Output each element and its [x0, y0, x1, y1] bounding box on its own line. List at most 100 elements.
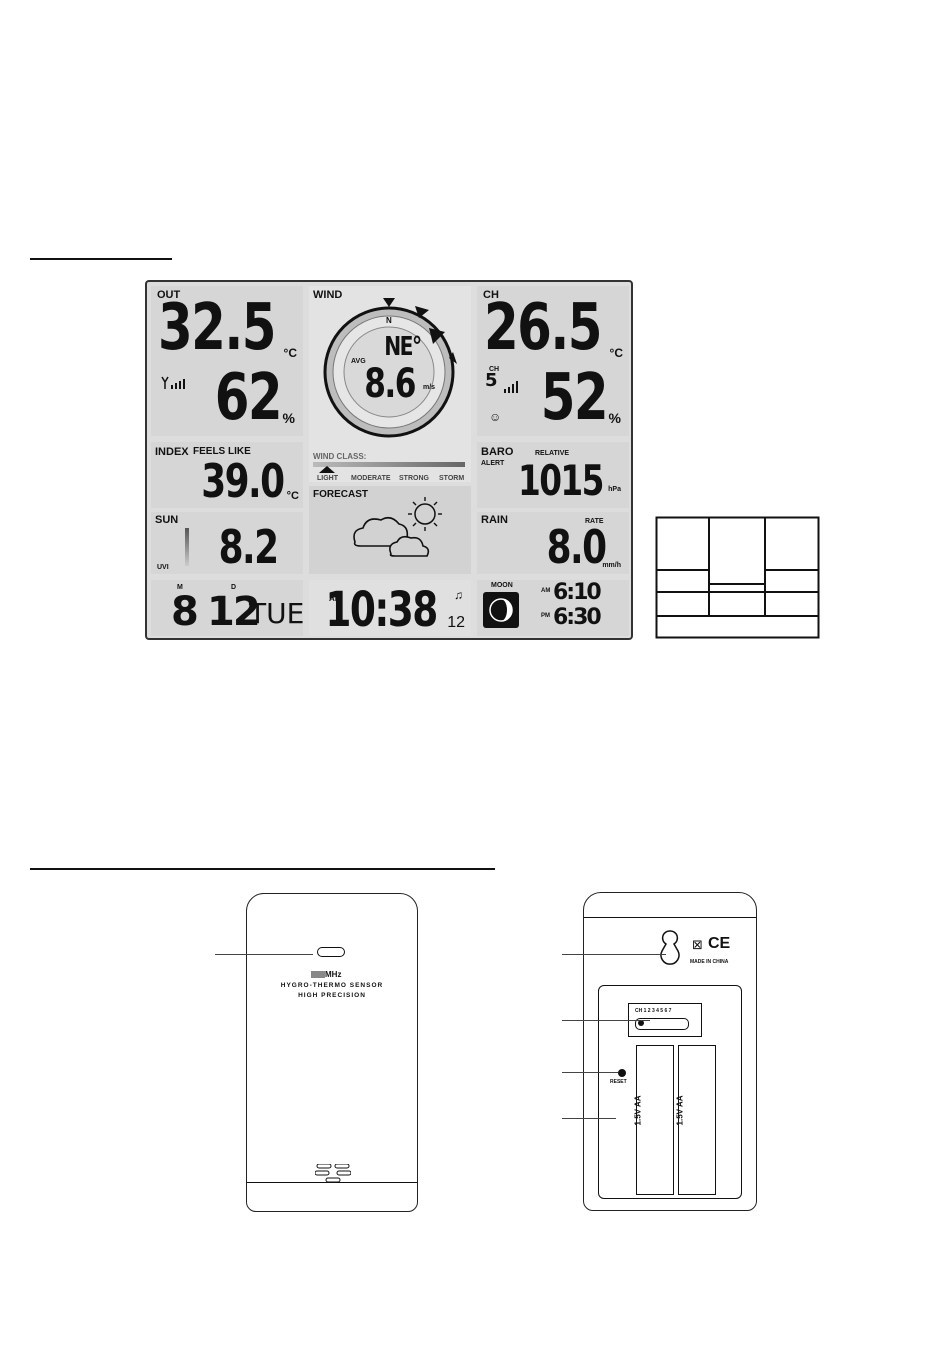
led-indicator	[317, 947, 345, 957]
baro-label: BARO	[481, 446, 514, 458]
sensor-bottom-seam	[247, 1182, 417, 1183]
leader-channel-switch	[562, 1020, 650, 1021]
time-seconds: 12	[447, 614, 465, 631]
rain-rate-label: RATE	[585, 518, 604, 525]
reset-button[interactable]	[618, 1069, 626, 1077]
comfort-face-icon: ☺	[489, 410, 502, 424]
time-value: 10:38	[325, 582, 439, 638]
sunrise-time: 6:10	[553, 580, 602, 605]
ch-channel-number: 5	[485, 370, 497, 391]
leader-led	[215, 954, 313, 955]
sensor-back: ⊠ CE MADE IN CHINA CH 1 2 3 4 5 6 7 RESE…	[583, 892, 757, 1211]
sunset-time: 6:30	[553, 605, 602, 630]
hanging-hole	[656, 929, 684, 965]
rain-gauge-diagram	[655, 516, 820, 639]
speaker-grille	[314, 1163, 352, 1184]
ce-mark: CE	[708, 935, 731, 952]
sunset-pm-label: PM	[541, 613, 550, 619]
wind-class-strong: STRONG	[399, 475, 429, 482]
moon-panel: MOON AM 6:10 PM 6:30	[477, 580, 629, 636]
reset-label: RESET	[610, 1079, 627, 1085]
ch-hum-unit: %	[608, 410, 621, 426]
wind-class-light: LIGHT	[317, 475, 338, 482]
rain-unit: mm/h	[602, 562, 621, 569]
wind-class-moderate: MODERATE	[351, 475, 391, 482]
index-feels-like: FEELS LIKE	[193, 446, 251, 457]
wind-avg-label: AVG	[351, 358, 366, 365]
ch-tag: CH	[489, 366, 500, 373]
made-in-label: MADE IN CHINA	[690, 959, 729, 965]
moon-phase-icon	[483, 592, 519, 628]
sunrise-am-label: AM	[541, 588, 551, 594]
uv-level-bar	[185, 528, 189, 566]
baro-alert: ALERT	[481, 460, 505, 467]
sun-panel: SUN 8.2 UVI	[151, 512, 303, 574]
ch-switch-numbers: 1 2 3 4 5 6 7	[643, 1008, 672, 1014]
time-ampm: AM	[329, 594, 342, 603]
battery-slot-1: 1.5V AA	[633, 1045, 674, 1195]
sensor-model-line2: HIGH PRECISION	[298, 992, 366, 999]
battery-label-2: 1.5V AA	[675, 1095, 685, 1126]
frequency-label: MHz	[311, 970, 341, 979]
lcd-display: OUT 32.5 °C 62 % WIND N NE° AVG 8.6 m/s …	[145, 280, 633, 640]
forecast-label: FORECAST	[313, 489, 368, 500]
index-value: 39.0	[200, 454, 285, 508]
section-rule-middle	[30, 868, 495, 870]
compass-north: N	[386, 316, 392, 325]
date-day: 12	[207, 589, 261, 635]
ch-temperature: 26.5	[484, 291, 602, 365]
out-temp-unit: °C	[283, 346, 297, 360]
channel-switch-label: CH 1 2 3 4 5 6 7	[635, 1008, 671, 1014]
index-unit: °C	[286, 490, 299, 502]
out-hum-unit: %	[282, 410, 295, 426]
ch-panel: CH 26.5 °C CH 5 ☺ 52 %	[477, 286, 629, 436]
wind-panel: WIND N NE° AVG 8.6 m/s WIND CLASS: LIGHT…	[309, 286, 471, 482]
time-panel: AM 10:38 12 ♫	[309, 580, 471, 636]
out-humidity: 62	[214, 361, 283, 435]
out-label: OUT	[157, 289, 181, 301]
out-temperature: 32.5	[158, 291, 276, 365]
signal-icon	[159, 376, 187, 395]
baro-panel: BARO ALERT RELATIVE 1015 hPa	[477, 442, 629, 508]
partly-cloudy-icon	[353, 497, 442, 557]
leader-reset	[562, 1072, 618, 1073]
baro-unit: hPa	[608, 486, 621, 493]
date-weekday: TUE	[249, 597, 305, 630]
battery-slot-2: 1.5V AA	[675, 1045, 716, 1195]
rain-panel: RAIN RATE 8.0 mm/h	[477, 512, 629, 574]
date-m-label: M	[177, 584, 183, 591]
forecast-panel: FORECAST	[309, 486, 471, 574]
wind-direction: NE°	[384, 332, 423, 362]
sensor-model-line1: HYGRO-THERMO SENSOR	[280, 982, 384, 989]
wind-class-bar	[313, 462, 465, 467]
section-rule-top	[30, 258, 172, 260]
rain-label: RAIN	[481, 514, 508, 526]
frequency-unit: MHz	[325, 970, 342, 979]
ch-temp-unit: °C	[609, 346, 623, 360]
channel-switch-knob	[638, 1020, 644, 1026]
ch-signal-icon	[503, 380, 519, 398]
date-d-label: D	[231, 584, 237, 591]
leader-hanging-hole	[562, 954, 666, 955]
sun-label: SUN	[155, 514, 179, 526]
sun-value: 8.2	[218, 520, 278, 574]
date-month: 8	[171, 589, 199, 635]
channel-switch-slider	[635, 1018, 689, 1030]
rain-value: 8.0	[546, 520, 606, 574]
index-panel: INDEX FEELS LIKE 39.0 °C	[151, 442, 303, 508]
battery-label-1: 1.5V AA	[633, 1095, 643, 1126]
sun-uvi-label: UVI	[157, 564, 169, 571]
date-panel: M D 8 12 TUE	[151, 580, 305, 636]
alarm-bell-icon: ♫	[454, 588, 463, 602]
wind-class-storm: STORM	[439, 475, 465, 482]
leader-battery	[562, 1118, 616, 1119]
ch-switch-ch: CH	[635, 1008, 643, 1014]
ch-label: CH	[483, 289, 499, 301]
out-panel: OUT 32.5 °C 62 %	[151, 286, 303, 436]
wind-label: WIND	[313, 289, 343, 301]
battery-compartment	[598, 985, 742, 1199]
sensor-front: MHz HYGRO-THERMO SENSOR HIGH PRECISION	[246, 893, 418, 1212]
wind-class-label: WIND CLASS:	[313, 452, 367, 461]
wind-class-pointer	[319, 466, 335, 473]
sensor-back-top-seam	[584, 917, 756, 918]
